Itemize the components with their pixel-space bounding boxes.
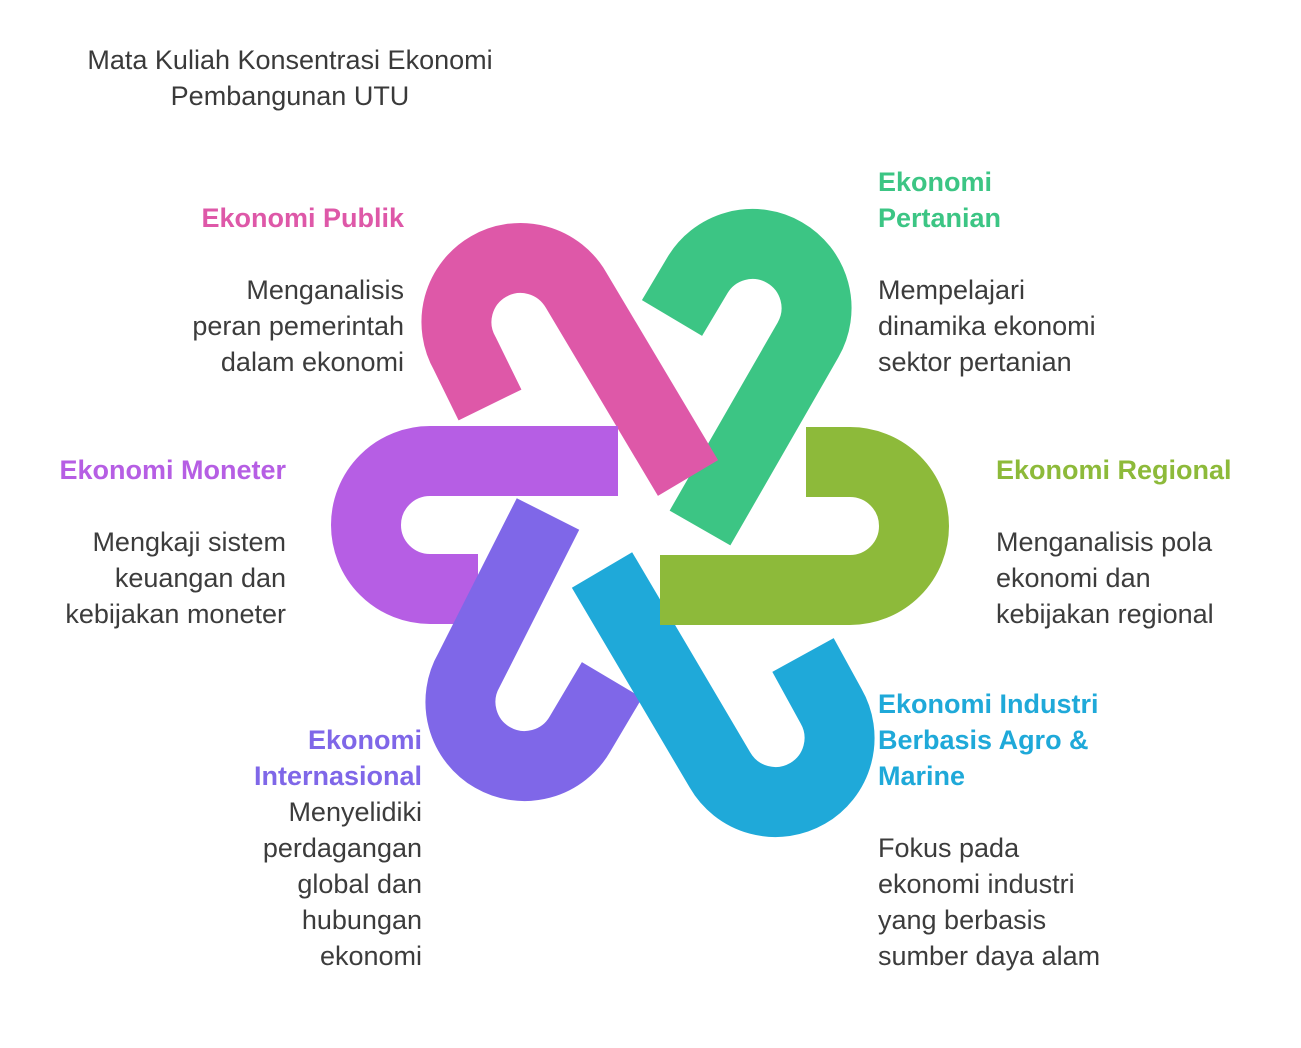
topic-title-line: Berbasis Agro & (878, 725, 1089, 755)
topic-description: Mengkaji sistem keuangan dan kebijakan m… (20, 524, 286, 632)
desc-line: dalam ekonomi (220, 347, 404, 377)
desc-line: ekonomi industri (878, 869, 1075, 899)
link-industri (571, 552, 875, 838)
desc-line: peran pemerintah (192, 311, 404, 341)
desc-line: global dan (297, 869, 422, 899)
topic-title: Ekonomi Industri Berbasis Agro & Marine (878, 686, 1178, 794)
topic-title-line: Marine (878, 761, 966, 791)
topic-title: Ekonomi Moneter (59, 455, 286, 485)
topic-title-line: Internasional (253, 761, 422, 791)
topic-ekonomi-industri: Ekonomi Industri Berbasis Agro & Marine … (878, 686, 1178, 974)
desc-line: keuangan dan (114, 563, 286, 593)
link-pertanian (641, 208, 852, 546)
desc-line: Mengkaji sistem (92, 527, 286, 557)
topic-ekonomi-internasional: Ekonomi Internasional Menyelidiki perdag… (200, 722, 422, 974)
desc-line: sektor pertanian (878, 347, 1072, 377)
page-title-line2: Pembangunan UTU (170, 81, 410, 111)
topic-ekonomi-moneter: Ekonomi Moneter Mengkaji sistem keuangan… (20, 452, 286, 632)
desc-line: kebijakan moneter (65, 599, 286, 629)
link-publik (421, 222, 719, 496)
link-moneter (331, 426, 618, 624)
desc-line: Mempelajari (878, 275, 1026, 305)
desc-line: perdagangan (262, 833, 422, 863)
topic-ekonomi-regional: Ekonomi Regional Menganalisis pola ekono… (996, 452, 1286, 632)
desc-line: kebijakan regional (996, 599, 1214, 629)
desc-line: Menyelidiki (288, 797, 422, 827)
link-internasional (425, 498, 643, 802)
topic-title-line: Ekonomi Industri (878, 689, 1099, 719)
topic-description: Mempelajari dinamika ekonomi sektor pert… (878, 272, 1178, 380)
topic-title: Ekonomi Internasional (200, 722, 422, 794)
topic-description: Menyelidiki perdagangan global dan hubun… (200, 794, 422, 974)
topic-ekonomi-publik: Ekonomi Publik Menganalisis peran pemeri… (90, 200, 404, 380)
desc-line: hubungan (301, 905, 422, 935)
page-title-line1: Mata Kuliah Konsentrasi Ekonomi (87, 45, 493, 75)
desc-line: dinamika ekonomi (878, 311, 1096, 341)
topic-description: Menganalisis pola ekonomi dan kebijakan … (996, 524, 1286, 632)
desc-line: sumber daya alam (878, 941, 1101, 971)
topic-title-line: Ekonomi (878, 167, 993, 197)
topic-title: Ekonomi Regional (996, 455, 1232, 485)
topic-description: Menganalisis peran pemerintah dalam ekon… (90, 272, 404, 380)
link-regional (660, 427, 949, 625)
desc-line: ekonomi (319, 941, 422, 971)
topic-ekonomi-pertanian: Ekonomi Pertanian Mempelajari dinamika e… (878, 164, 1178, 380)
desc-line: Menganalisis pola (996, 527, 1213, 557)
desc-line: ekonomi dan (996, 563, 1151, 593)
topic-title: Ekonomi Pertanian (878, 164, 1178, 236)
topic-title-line: Pertanian (878, 203, 1002, 233)
desc-line: yang berbasis (878, 905, 1047, 935)
topic-description: Fokus pada ekonomi industri yang berbasi… (878, 830, 1178, 974)
page-title: Mata Kuliah Konsentrasi Ekonomi Pembangu… (40, 42, 540, 114)
topic-title-line: Ekonomi (307, 725, 422, 755)
desc-line: Menganalisis (246, 275, 404, 305)
desc-line: Fokus pada (878, 833, 1020, 863)
topic-title: Ekonomi Publik (201, 203, 404, 233)
